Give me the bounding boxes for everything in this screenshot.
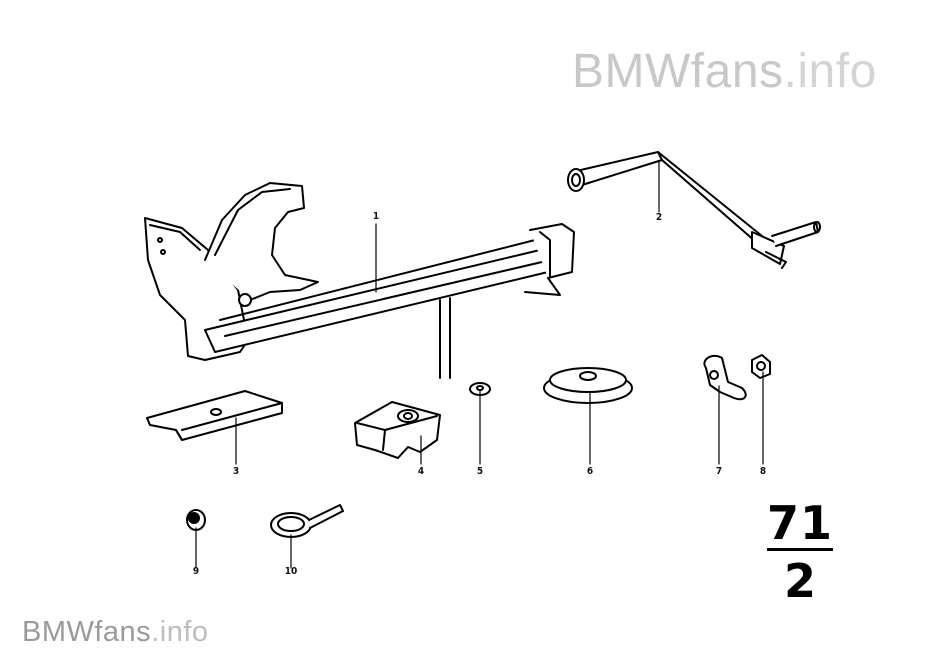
crank-handle-part xyxy=(567,151,821,269)
watermark-brand: BMWfans xyxy=(22,616,152,648)
watermark-suffix: .info xyxy=(783,45,877,98)
callout-10: 10 xyxy=(284,566,298,577)
callout-7: 7 xyxy=(715,466,723,477)
callout-4: 4 xyxy=(417,466,425,477)
callout-3: 3 xyxy=(232,466,240,477)
leader-lines xyxy=(195,161,764,569)
rubber-pad-part xyxy=(543,367,633,404)
callout-9: 9 xyxy=(192,566,200,577)
retaining-pin-part xyxy=(270,504,344,538)
bracket-plate-part xyxy=(146,390,283,441)
hex-nut-part xyxy=(751,354,771,379)
reference-group-number: 71 xyxy=(766,496,834,550)
clamp-part xyxy=(354,401,441,459)
watermark-brand: BMWfans xyxy=(572,45,784,98)
reference-sheet-number: 2 xyxy=(783,554,817,608)
callout-2: 2 xyxy=(655,212,663,223)
callout-8: 8 xyxy=(759,466,767,477)
wing-nut-part xyxy=(703,354,747,401)
reference-divider xyxy=(767,548,833,551)
callout-1: 1 xyxy=(372,211,380,222)
watermark-bottom: BMWfans.info xyxy=(22,616,209,649)
callout-6: 6 xyxy=(586,466,594,477)
jack-part xyxy=(144,182,575,379)
callout-5: 5 xyxy=(476,466,484,477)
watermark-suffix: .info xyxy=(151,616,209,648)
watermark-top: BMWfans.info xyxy=(572,44,877,99)
grommet-part xyxy=(186,509,206,531)
